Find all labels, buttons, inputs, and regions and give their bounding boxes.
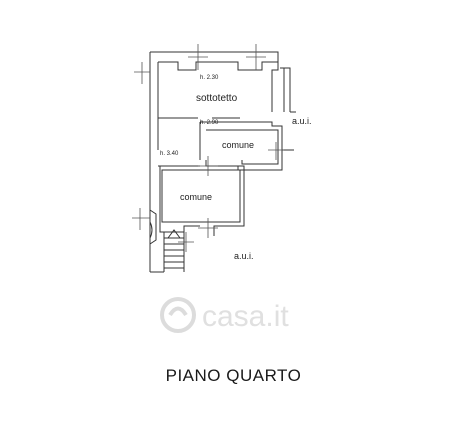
- plan-title: PIANO QUARTO: [165, 366, 302, 385]
- watermark-logo-icon: [160, 297, 196, 333]
- cross-marker: [188, 44, 208, 70]
- stairs: [163, 232, 185, 272]
- cross-marker: [198, 156, 218, 176]
- left-detail: [149, 209, 157, 245]
- left-curve: [149, 221, 153, 239]
- stairs-arrow: [167, 229, 181, 239]
- cross-marker: [132, 208, 150, 230]
- outer-wall: [150, 51, 279, 62]
- comune-lower-inner: [161, 169, 241, 223]
- room-label-sottotetto: sottotetto: [196, 93, 238, 104]
- watermark: casa.it: [160, 297, 289, 333]
- aui-label-bottom: a.u.i.: [234, 251, 254, 261]
- watermark-logo-arc: [168, 306, 188, 317]
- height-label-2: h. 2.90: [200, 120, 219, 126]
- height-label-1: h. 2.30: [200, 75, 219, 81]
- aui-label-right: a.u.i.: [292, 116, 312, 126]
- room-label-comune-upper: comune: [222, 140, 254, 150]
- right-wall: [280, 67, 291, 112]
- comune-upper-inner: [206, 129, 279, 165]
- height-label-3: h. 3.40: [160, 151, 179, 157]
- room-label-comune-lower: comune: [180, 192, 212, 202]
- cross-marker: [198, 218, 218, 238]
- cross-marker: [178, 232, 194, 252]
- watermark-text: casa.it: [202, 300, 289, 333]
- cross-marker: [134, 62, 150, 84]
- cross-marker: [246, 44, 266, 70]
- sottotetto-wall: [158, 61, 279, 112]
- cross-marker: [268, 142, 284, 160]
